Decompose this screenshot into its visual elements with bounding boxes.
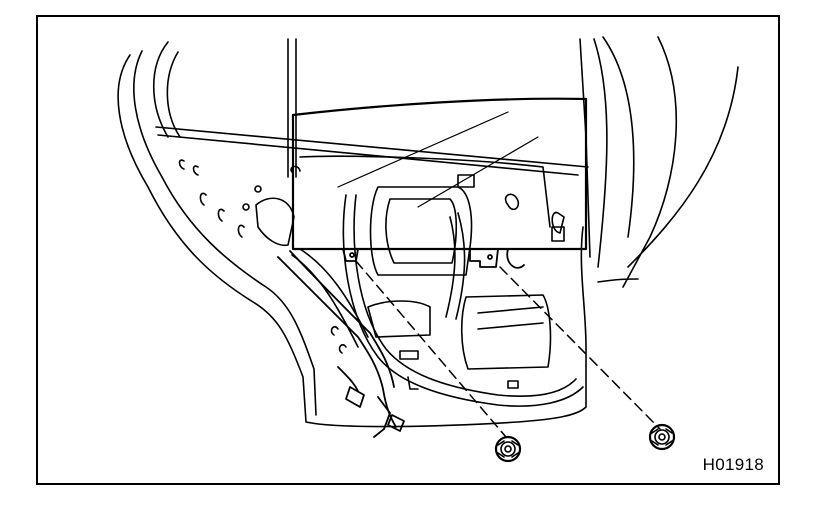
regulator-rails (291, 194, 584, 407)
clip-holes (178, 159, 565, 390)
glass-channel-brackets (342, 248, 525, 269)
bolt-left-icon (494, 435, 522, 463)
door-body-outline (117, 41, 589, 428)
figure-id-label: H01918 (702, 455, 764, 474)
glass-reflection-lines (337, 111, 539, 208)
diagram-frame: H01918 (36, 15, 780, 485)
panel-cutouts (255, 155, 552, 370)
wire-harness (277, 250, 405, 438)
bolt-right-icon (648, 423, 676, 451)
bolt-guide-lines (355, 260, 661, 438)
door-glass (291, 97, 588, 251)
door-panel-illustration (117, 36, 739, 463)
